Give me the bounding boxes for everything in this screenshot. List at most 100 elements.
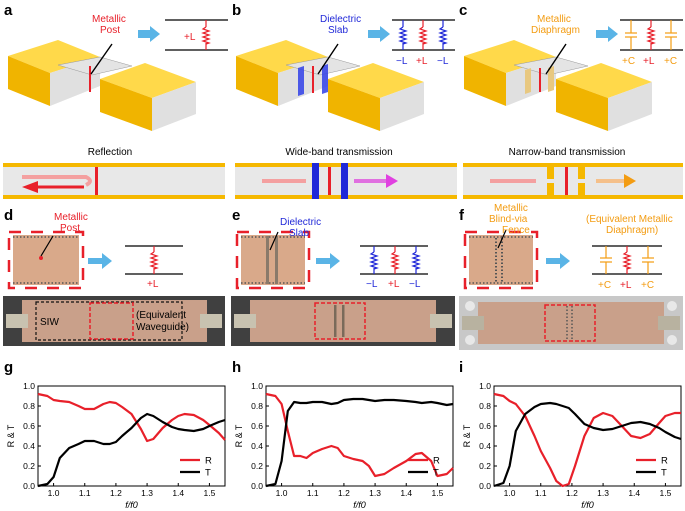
panel-e: e Dielectric Slab −L +L <box>231 207 455 346</box>
panel-label-f: f <box>459 207 465 224</box>
x-tick-label: 1.1 <box>307 488 319 498</box>
strip-a <box>3 163 225 199</box>
circuit-label-3: +C <box>641 280 654 291</box>
y-tick-label: 0.0 <box>479 481 491 491</box>
x-tick-label: 1.2 <box>338 488 350 498</box>
plot-frame <box>265 385 454 487</box>
circuit-label-1: −L <box>366 279 378 290</box>
x-axis-label: f/f0 <box>353 500 366 510</box>
legend-label-R: R <box>433 456 440 467</box>
annotation-line1: Dielectric <box>320 14 361 25</box>
y-tick-label: 0.6 <box>251 421 263 431</box>
circuit-label-3: −L <box>409 279 421 290</box>
circuit-label-3: −L <box>437 56 449 67</box>
plot-frame <box>493 385 682 487</box>
arrow-icon <box>138 26 160 42</box>
panel-f: f Metallic Blind-via Fence (Equivalent M… <box>459 203 683 350</box>
x-tick-label: 1.3 <box>597 488 609 498</box>
annotation-line1: Metallic <box>54 212 88 223</box>
y-tick-label: 0.2 <box>23 461 35 471</box>
annotation-line2: Slab <box>289 228 309 239</box>
x-tick-label: 1.3 <box>369 488 381 498</box>
circuit-label-3: +C <box>664 56 677 67</box>
x-tick-label: 1.4 <box>400 488 412 498</box>
panel-label-b: b <box>232 2 241 19</box>
selection-box <box>235 230 311 290</box>
panel-label-g: g <box>4 359 13 376</box>
circuit-label-2: +L <box>416 56 428 67</box>
x-tick-label: 1.0 <box>504 488 516 498</box>
selection-box <box>463 230 539 290</box>
x-tick-label: 1.1 <box>79 488 91 498</box>
annotation-line2: Post <box>60 223 80 234</box>
arrow-icon <box>546 253 570 269</box>
circuit-diagram: +C +L +C <box>592 245 662 291</box>
inductor-icon <box>201 26 211 45</box>
legend-label-T: T <box>661 468 667 479</box>
series-line-R <box>493 392 681 488</box>
annotation-line1: Metallic <box>537 14 571 25</box>
x-tick-label: 1.5 <box>660 488 672 498</box>
annotation-line2: Slab <box>328 25 348 36</box>
annotation-line2: Diaphragm <box>531 25 580 36</box>
caption: Wide-band transmission <box>285 147 392 158</box>
panel-d: d Metallic Post +L SIW (Equivalent Waveg… <box>3 207 225 346</box>
circuit-diagram: −L +L −L <box>360 245 428 290</box>
reflect-arrowhead <box>22 181 38 193</box>
y-tick-label: 0.4 <box>479 441 491 451</box>
panel-a: a Metallic Post +L Reflection <box>3 2 228 199</box>
circuit-label: +L <box>147 279 159 290</box>
annotation-line2: Post <box>100 25 120 36</box>
plot-frame <box>37 385 226 487</box>
diaphragm-1 <box>525 68 531 94</box>
panel-label-d: d <box>4 207 13 224</box>
strip-c <box>463 163 683 199</box>
y-tick-label: 0.2 <box>251 461 263 471</box>
waveguide-right-front <box>100 79 152 131</box>
y-tick-label: 0.4 <box>251 441 263 451</box>
circuit-label-1: +C <box>622 56 635 67</box>
panel-label-e: e <box>232 207 240 224</box>
x-tick-label: 1.1 <box>535 488 547 498</box>
y-axis-label: R & T <box>462 424 472 447</box>
circuit-diagram: −L +L −L <box>392 19 455 67</box>
pcb-photo <box>13 235 79 285</box>
legend-label-T: T <box>433 468 439 479</box>
dielectric-slab-2 <box>322 64 328 94</box>
annotation-line1: Metallic <box>92 14 126 25</box>
panel-label-a: a <box>4 2 13 19</box>
diaphragm-2 <box>548 66 554 92</box>
annotation-line2: Blind-via <box>489 214 528 225</box>
transmit-arrowhead <box>386 174 398 188</box>
circuit-label-2: +L <box>388 279 400 290</box>
x-tick-label: 1.2 <box>566 488 578 498</box>
y-tick-label: 1.0 <box>251 381 263 391</box>
arrow-icon <box>316 253 340 269</box>
y-tick-label: 0.4 <box>23 441 35 451</box>
waveguide-center <box>57 56 133 76</box>
panel-b: b Dielectric Slab <box>232 2 457 199</box>
x-tick-label: 1.0 <box>276 488 288 498</box>
photo-label-siw: SIW <box>40 317 59 328</box>
annotation-line3: Fence <box>502 225 530 236</box>
panel-c: c Metallic Diaphragm +C +L <box>459 2 683 199</box>
strip-b <box>235 163 457 199</box>
dielectric-slab-1 <box>298 66 304 96</box>
waveguide-left-front <box>8 56 50 106</box>
waveguide-right-top <box>100 63 196 98</box>
x-tick-label: 1.4 <box>172 488 184 498</box>
x-axis-label: f/f0 <box>581 500 594 510</box>
y-tick-label: 1.0 <box>479 381 491 391</box>
legend-label-T: T <box>205 468 211 479</box>
annotation-line1: Dielectric <box>280 217 321 228</box>
panel-label-i: i <box>459 359 463 376</box>
y-tick-label: 0.6 <box>23 421 35 431</box>
circuit-label-1: −L <box>396 56 408 67</box>
circuit-diagram: +L <box>165 19 228 51</box>
reflect-arrow <box>22 175 92 187</box>
